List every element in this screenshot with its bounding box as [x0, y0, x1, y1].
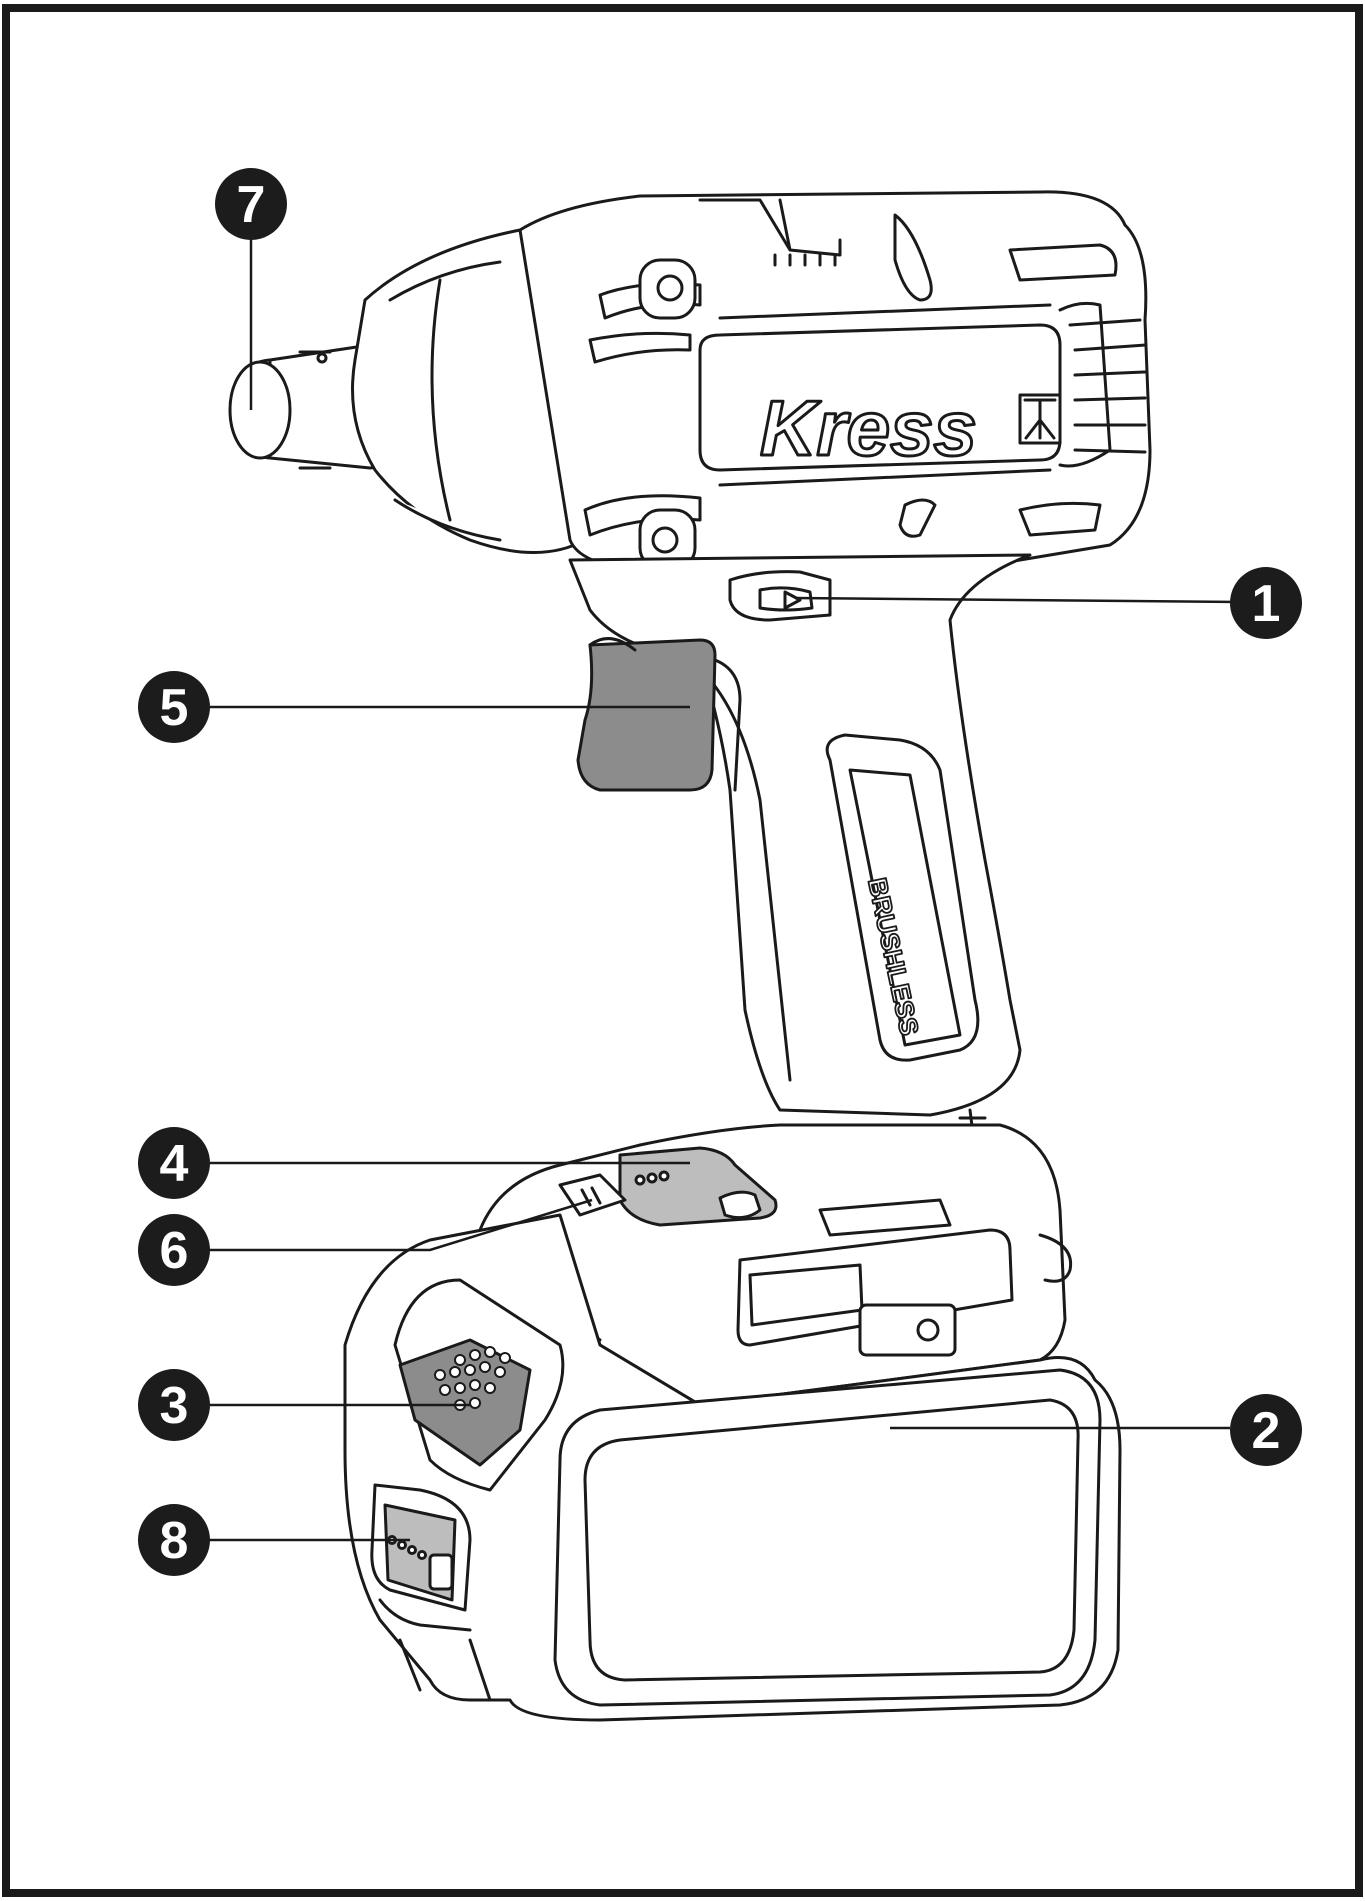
callout-6-label: 6 — [160, 1222, 189, 1280]
leader-line-1 — [794, 596, 1241, 604]
callout-badges: 1 2 3 4 5 6 7 8 — [138, 168, 1302, 1576]
callout-4-label: 4 — [160, 1135, 189, 1193]
brand-emblem — [1018, 393, 1062, 445]
handle — [568, 553, 1032, 1152]
tool-drawing: Kress BRUSHLESS — [228, 190, 1152, 1722]
callout-5: 5 — [138, 671, 210, 743]
callout-2-label: 2 — [1252, 1402, 1281, 1460]
trigger — [576, 637, 742, 792]
leader-lines — [200, 228, 1241, 1542]
callout-2: 2 — [1230, 1394, 1302, 1466]
callout-1: 1 — [1230, 567, 1302, 639]
callout-5-label: 5 — [160, 679, 189, 737]
callout-7: 7 — [215, 168, 287, 240]
callout-1-label: 1 — [1252, 575, 1281, 633]
callout-7-label: 7 — [237, 176, 266, 234]
leader-line-6 — [200, 1198, 593, 1252]
callout-8: 8 — [138, 1504, 210, 1576]
led-panel — [618, 1146, 778, 1227]
direction-switch — [728, 570, 832, 622]
callout-4: 4 — [138, 1127, 210, 1199]
callout-6: 6 — [138, 1214, 210, 1286]
nose-cone — [351, 228, 587, 554]
battery-pack — [343, 1213, 1122, 1722]
callout-8-label: 8 — [160, 1512, 189, 1570]
brand-logo-text: Kress — [760, 384, 977, 472]
callout-3: 3 — [138, 1369, 210, 1441]
callout-3-label: 3 — [160, 1377, 189, 1435]
motor-housing — [518, 190, 1152, 577]
